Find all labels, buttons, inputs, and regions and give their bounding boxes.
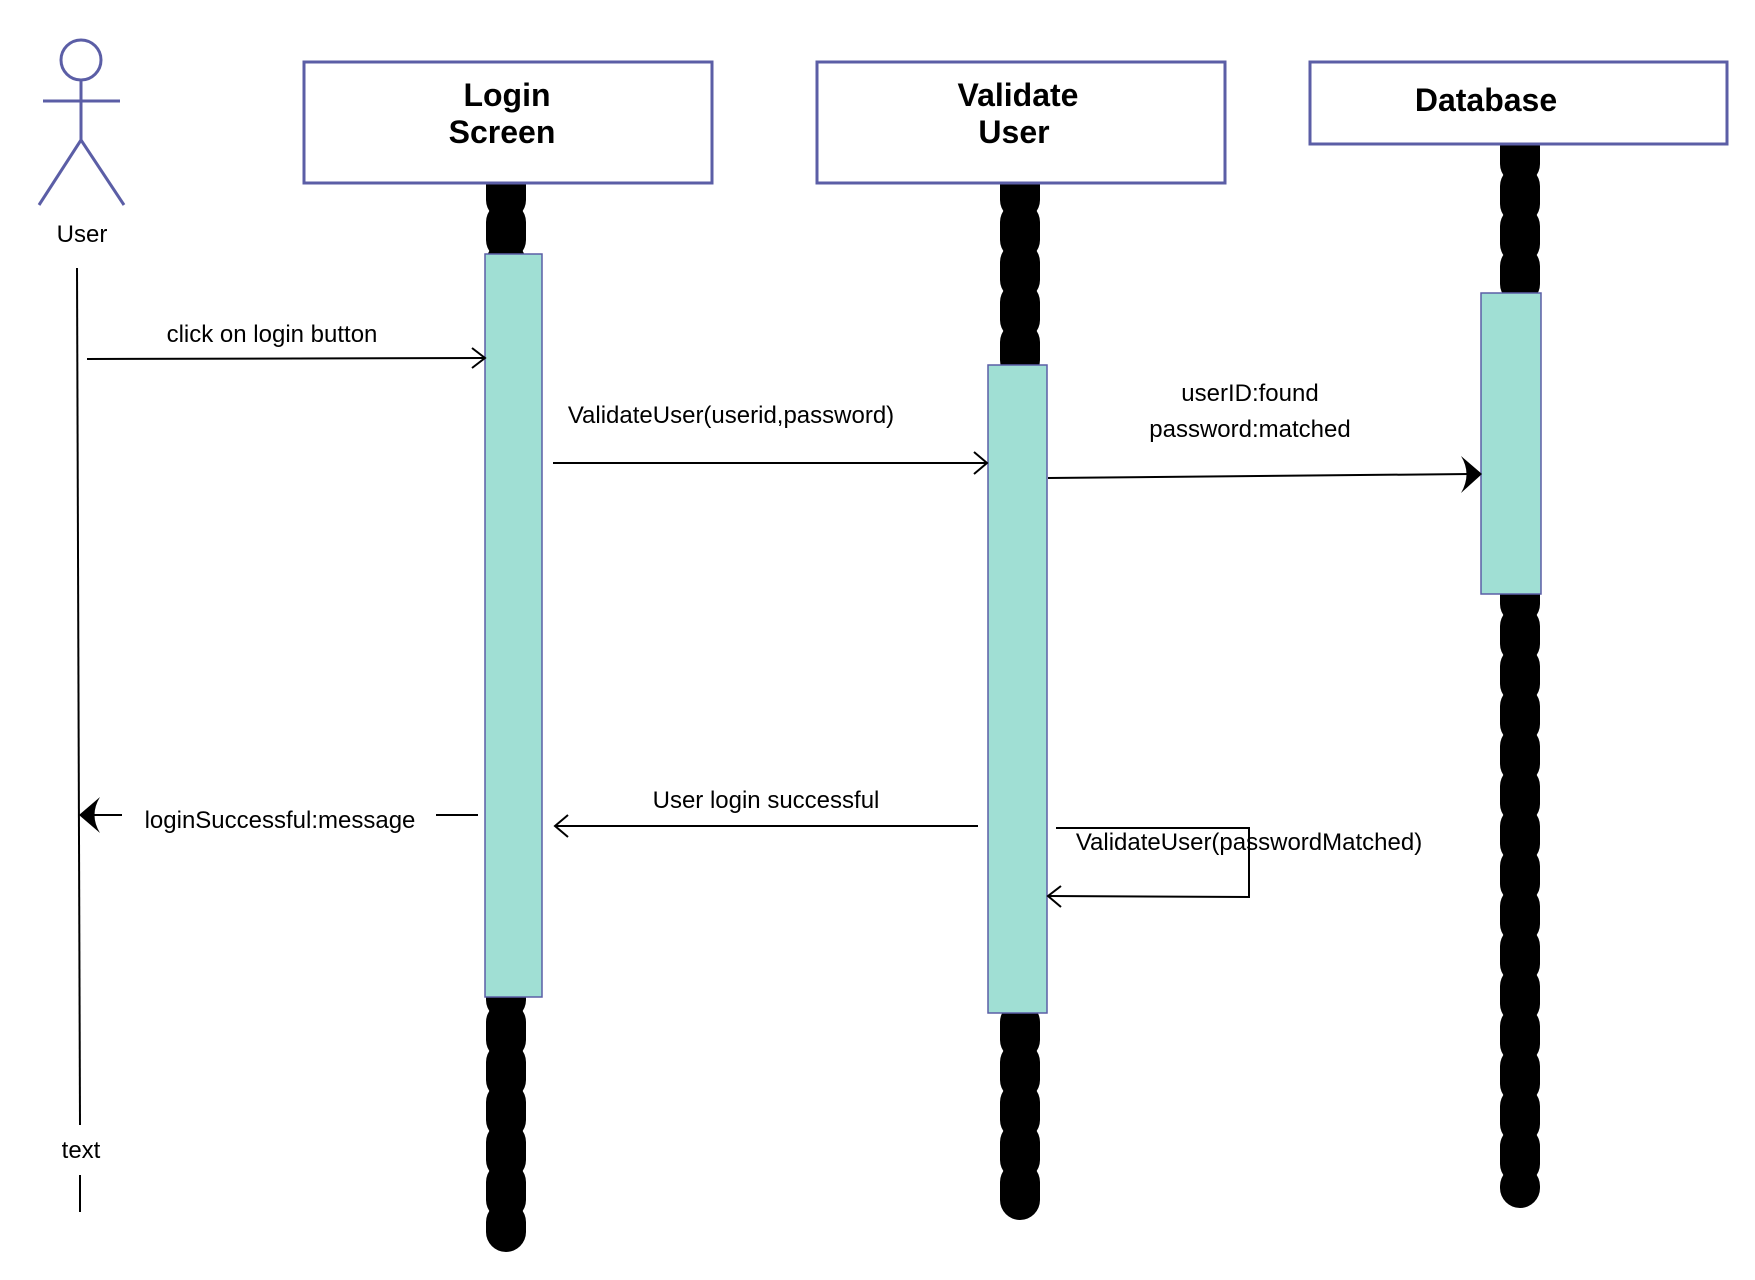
participant-title-line1: Validate xyxy=(958,77,1079,113)
actor-user: User text xyxy=(37,38,126,1212)
message-label: loginSuccessful:message xyxy=(145,807,416,834)
message-login-success-reply: User login successful xyxy=(553,787,978,838)
message-label: User login successful xyxy=(653,787,880,814)
message-validate-user-call: ValidateUser(userid,password) xyxy=(553,402,989,475)
participant-title-line1: Login xyxy=(463,77,550,113)
participant-login-screen: Login Screen xyxy=(302,60,714,185)
participant-validate-user: Validate User xyxy=(815,60,1227,185)
actor-footer-text: text xyxy=(62,1137,101,1164)
actor-lifeline xyxy=(76,267,81,1126)
open-arrow-head-icon xyxy=(1046,885,1062,908)
actor-label: User xyxy=(57,221,108,248)
message-label-line1: userID:found xyxy=(1181,380,1318,407)
solid-arrow-head-icon xyxy=(1461,456,1482,493)
open-arrow-head-icon xyxy=(973,451,989,475)
activation-login-screen xyxy=(484,253,543,998)
message-database-lookup: userID:found password:matched xyxy=(1047,380,1482,493)
message-self-call: ValidateUser(passwordMatched) xyxy=(1046,827,1422,908)
message-label-line2: password:matched xyxy=(1149,416,1350,443)
activation-database xyxy=(1480,292,1542,595)
open-arrow-head-icon xyxy=(471,347,487,369)
message-label: ValidateUser(userid,password) xyxy=(568,402,894,429)
message-label: ValidateUser(passwordMatched) xyxy=(1076,829,1422,856)
participant-title-line2: Screen xyxy=(449,114,556,150)
message-click-login: click on login button xyxy=(86,321,487,369)
activation-validate-user xyxy=(987,364,1048,1014)
participant-title: Database xyxy=(1415,82,1557,118)
open-arrow-head-icon xyxy=(553,814,569,838)
participant-title-line2: User xyxy=(978,114,1049,150)
message-login-successful: loginSuccessful:message xyxy=(79,797,478,834)
message-label: click on login button xyxy=(167,321,378,348)
solid-arrow-head-icon xyxy=(79,797,100,833)
participant-database: Database xyxy=(1308,60,1729,146)
stick-figure-icon xyxy=(37,38,126,206)
